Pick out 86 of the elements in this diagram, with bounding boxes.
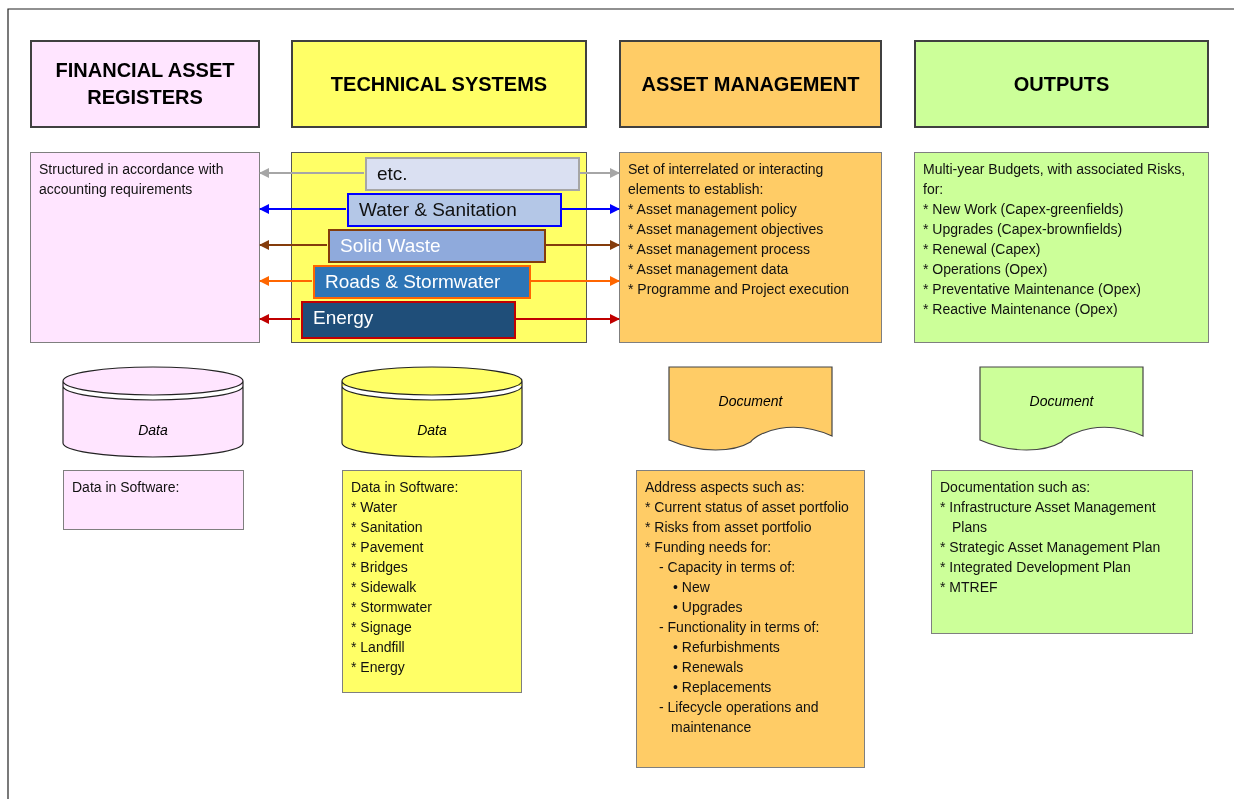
list-item: * Asset management process — [628, 240, 812, 259]
list-item: • Upgrades — [672, 598, 744, 617]
arrow — [544, 240, 620, 250]
list-item: * Operations (Opex) — [923, 260, 1049, 279]
column-header — [30, 40, 260, 128]
list-item: * Preventative Maintenance (Opex) — [923, 280, 1142, 299]
text-box — [931, 470, 1193, 634]
arrow — [529, 276, 620, 286]
system-box — [328, 229, 546, 263]
shape-label: Data — [138, 422, 168, 438]
list-item: * Asset management objectives — [628, 220, 825, 239]
document-shape — [979, 366, 1144, 452]
text-box — [30, 152, 260, 343]
list-item: * Funding needs for: — [645, 538, 773, 557]
list-item: * Landfill — [351, 638, 406, 657]
arrow — [514, 314, 620, 324]
system-box — [347, 193, 562, 227]
arrow — [259, 276, 313, 286]
list-item: * Signage — [351, 618, 413, 637]
arrow — [259, 204, 347, 214]
container-box — [291, 152, 587, 343]
list-item: * Water — [351, 498, 399, 517]
list-item: * Asset management data — [628, 260, 790, 279]
shape-label: Document — [1029, 393, 1094, 409]
list-item: * Programme and Project execution — [628, 280, 850, 299]
data-cylinder — [341, 366, 523, 458]
intro-text: Structured in accordance with accounting requirements — [39, 160, 225, 199]
system-label: etc. — [377, 162, 409, 186]
system-label: Solid Waste — [340, 234, 442, 258]
column-header — [619, 40, 882, 128]
arrow — [259, 240, 328, 250]
system-box — [301, 301, 516, 339]
text-box — [63, 470, 244, 530]
system-label: Water & Sanitation — [359, 198, 518, 222]
document-shape — [668, 366, 833, 452]
column-header — [291, 40, 587, 128]
system-label: Roads & Stormwater — [325, 270, 502, 294]
list-item: * Strategic Asset Management Plan — [940, 538, 1162, 557]
header-text: OUTPUTS — [1013, 71, 1110, 97]
intro-text: Data in Software: — [351, 478, 460, 497]
text-box — [914, 152, 1209, 343]
text-box — [619, 152, 882, 343]
arrow — [259, 168, 365, 178]
list-item: * Renewal (Capex) — [923, 240, 1042, 259]
intro-text: Documentation such as: — [940, 478, 1092, 497]
intro-text: Multi-year Budgets, with associated Risks, for: — [923, 160, 1187, 199]
list-item: * Stormwater — [351, 598, 433, 617]
arrow — [560, 204, 620, 214]
list-item: • Refurbishments — [672, 638, 781, 657]
header-text: TECHNICAL SYSTEMS — [330, 71, 548, 97]
list-item: - Lifecycle operations and maintenance — [658, 698, 820, 737]
list-item: • Replacements — [672, 678, 773, 697]
header-text: FINANCIAL ASSET REGISTERS — [54, 58, 236, 110]
text-box — [342, 470, 522, 693]
system-box — [313, 265, 531, 299]
list-item: • New — [672, 578, 711, 597]
list-item: * Energy — [351, 658, 406, 677]
shape-label: Data — [417, 422, 447, 438]
text-box — [636, 470, 865, 768]
list-item: * Bridges — [351, 558, 409, 577]
list-item: * Reactive Maintenance (Opex) — [923, 300, 1119, 319]
system-label: Energy — [313, 306, 375, 330]
header-text: ASSET MANAGEMENT — [641, 71, 860, 97]
list-item: * Upgrades (Capex-brownfields) — [923, 220, 1124, 239]
list-item: * Asset management policy — [628, 200, 798, 219]
shape-label: Document — [718, 393, 783, 409]
list-item: - Capacity in terms of: — [658, 558, 797, 577]
column-header — [914, 40, 1209, 128]
list-item: * Infrastructure Asset Management Plans — [940, 498, 1157, 537]
list-item: * Pavement — [351, 538, 425, 557]
list-item: * MTREF — [940, 578, 999, 597]
intro-text: Address aspects such as: — [645, 478, 806, 497]
list-item: • Renewals — [672, 658, 745, 677]
list-item: - Functionality in terms of: — [658, 618, 821, 637]
list-item: * Sanitation — [351, 518, 424, 537]
list-item: * Integrated Development Plan — [940, 558, 1132, 577]
list-item: * Risks from asset portfolio — [645, 518, 813, 537]
system-box — [365, 157, 580, 191]
list-item: * Current status of asset portfolio — [645, 498, 850, 517]
list-item: * Sidewalk — [351, 578, 418, 597]
list-item: * New Work (Capex-greenfields) — [923, 200, 1125, 219]
arrow — [578, 168, 620, 178]
arrow — [259, 314, 301, 324]
intro-text: Set of interrelated or interacting elements to establish: — [628, 160, 825, 199]
data-cylinder — [62, 366, 244, 458]
intro-text: Data in Software: — [72, 478, 181, 497]
